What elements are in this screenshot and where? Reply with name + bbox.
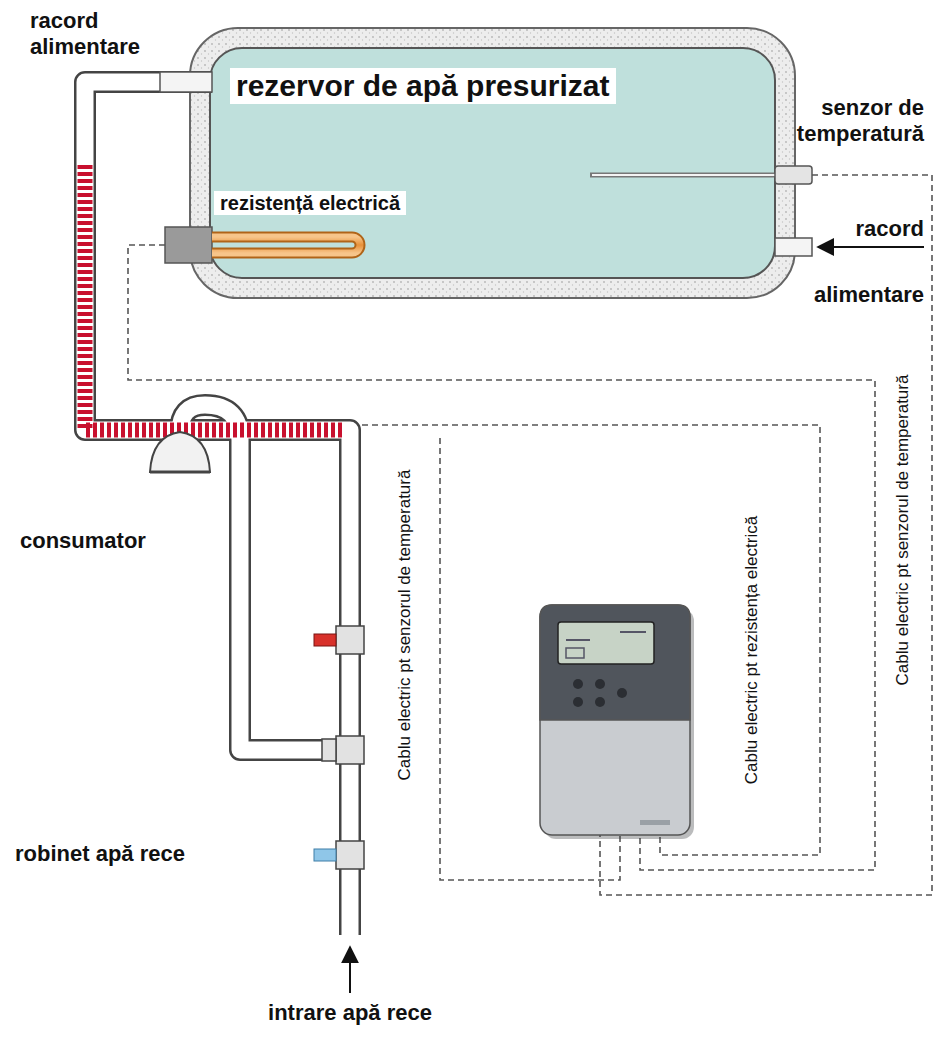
controller-button [573, 679, 583, 689]
controller-button [573, 697, 583, 707]
tank-insulation [190, 28, 795, 298]
controller-front [540, 605, 690, 720]
heater-cable [128, 245, 875, 870]
inlet-fitting [775, 238, 812, 256]
tee-fitting [336, 736, 364, 764]
hot-tap-handle [314, 634, 336, 646]
controller-button [595, 697, 605, 707]
tee-fitting [336, 841, 364, 869]
sensor-rod [590, 173, 776, 178]
part-label: robinet apă rece [15, 841, 185, 867]
tank-node: rezervor de apă presurizat rezistență ele… [210, 48, 775, 278]
controller-body [540, 605, 690, 835]
inlet-arrow [818, 246, 924, 248]
cable-label: Cablu electric pt rezistența electrică [742, 513, 762, 787]
heater-element [212, 237, 360, 253]
display-segment [566, 648, 584, 658]
controller-display [558, 622, 654, 664]
part-label: senzor de temperatură [789, 95, 924, 147]
sensor-rod [592, 174, 776, 176]
controller [540, 605, 694, 839]
tank-body [210, 48, 775, 278]
part-label: racord alimentare [30, 8, 170, 60]
sensor-fitting [775, 166, 812, 184]
cold-inlet-arrow [349, 947, 351, 993]
cold-tap-handle [314, 849, 336, 861]
pipe-sensor-cable [362, 425, 820, 855]
controller-button [595, 679, 605, 689]
shower-head [150, 432, 210, 472]
part-label: racord alimentare [784, 196, 924, 328]
cable-label: Cablu electric pt senzorul de temperatur… [893, 372, 913, 689]
tee-fitting [336, 626, 364, 654]
display-segment [620, 631, 646, 633]
shower-head [150, 471, 210, 474]
part-label: intrare apă rece [230, 1000, 470, 1026]
display-segment [566, 639, 590, 641]
tank-title: rezervor de apă presurizat [230, 68, 616, 104]
part-label: consumator [20, 528, 146, 554]
heater-flange [165, 227, 212, 263]
heater-label: rezistență electrică [214, 191, 406, 215]
controller-badge [640, 820, 670, 825]
heater-element [212, 237, 360, 253]
controller-button [617, 688, 627, 698]
outlet-fitting [160, 72, 212, 92]
cable-label: Cablu electric pt senzorul de temperatur… [395, 467, 415, 784]
tee-fitting [322, 739, 336, 761]
